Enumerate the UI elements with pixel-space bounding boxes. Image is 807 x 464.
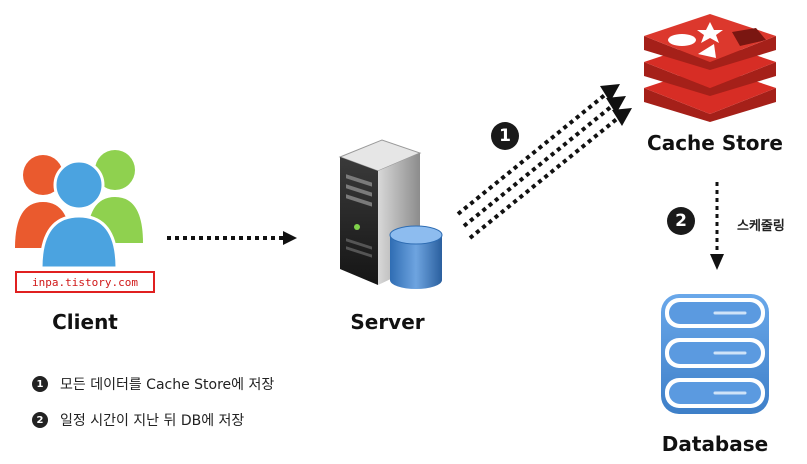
- cache-to-database-arrow: [710, 182, 724, 270]
- legend-step-1: 1 모든 데이터를 Cache Store에 저장: [32, 374, 274, 394]
- cache-store-icon: [644, 14, 776, 122]
- legend-step-1-marker: 1: [32, 376, 48, 392]
- legend-step-2-text: 일정 시간이 지난 뒤 DB에 저장: [60, 413, 245, 429]
- users-icon: [15, 150, 143, 270]
- step-2-badge: 2: [667, 207, 695, 235]
- step-1-badge: 1: [491, 122, 519, 150]
- server-icon: [338, 139, 443, 289]
- scheduling-note: 스케줄링: [737, 219, 785, 234]
- watermark-label: inpa.tistory.com: [15, 271, 155, 293]
- server-to-cache-arrows: [456, 84, 632, 240]
- client-to-server-arrow: [167, 231, 297, 245]
- database-label: Database: [661, 432, 769, 456]
- legend-step-2: 2 일정 시간이 지난 뒤 DB에 저장: [32, 410, 244, 430]
- cache-store-label: Cache Store: [647, 131, 783, 155]
- legend-step-2-marker: 2: [32, 412, 48, 428]
- server-label: Server: [350, 310, 425, 334]
- client-label: Client: [52, 310, 118, 334]
- legend-step-1-text: 모든 데이터를 Cache Store에 저장: [60, 377, 275, 393]
- database-icon: [661, 294, 769, 414]
